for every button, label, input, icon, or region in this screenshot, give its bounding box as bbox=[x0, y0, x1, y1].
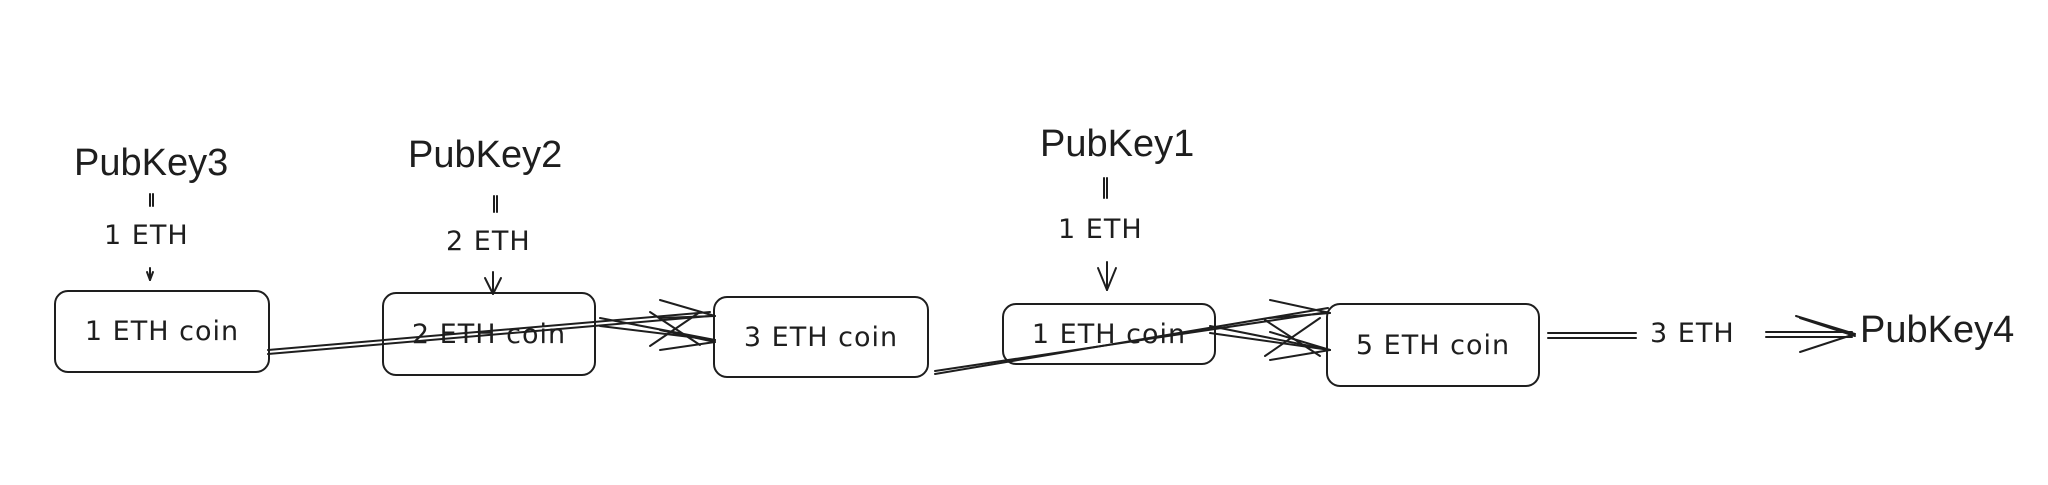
pubkey3-amount-label: 1 ETH bbox=[104, 220, 189, 251]
coin-box-d: 1 ETH coin bbox=[1002, 303, 1216, 365]
pubkey1-amount-label: 1 ETH bbox=[1058, 214, 1143, 245]
pubkey3-to-coin-a-arrow bbox=[146, 193, 154, 281]
coin-label: 1 ETH coin bbox=[84, 316, 240, 347]
pubkey4-label: PubKey4 bbox=[1860, 309, 2015, 351]
coin-box-b: 2 ETH coin bbox=[382, 292, 596, 376]
coins-a-b-to-coin-c-arrows bbox=[267, 299, 716, 355]
coin-label: 3 ETH coin bbox=[743, 321, 899, 353]
pubkey2-label: PubKey2 bbox=[408, 134, 563, 176]
coin-e-to-pubkey4-arrow bbox=[1547, 315, 1856, 353]
pubkey2-amount-label: 2 ETH bbox=[446, 226, 531, 257]
coin-label: 5 ETH coin bbox=[1355, 329, 1511, 361]
coin-box-e: 5 ETH coin bbox=[1326, 303, 1540, 387]
pubkey2-to-coin-b-arrow bbox=[484, 195, 502, 295]
coin-box-c: 3 ETH coin bbox=[713, 296, 929, 378]
coin-box-a: 1 ETH coin bbox=[54, 290, 270, 373]
coin-label: 2 ETH coin bbox=[411, 318, 567, 350]
output-amount-label: 3 ETH bbox=[1650, 318, 1735, 349]
pubkey3-label: PubKey3 bbox=[74, 142, 229, 184]
coin-label: 1 ETH coin bbox=[1031, 318, 1187, 350]
pubkey1-label: PubKey1 bbox=[1040, 123, 1195, 165]
coins-c-d-to-coin-e-arrows bbox=[934, 299, 1331, 375]
pubkey1-to-coin-d-arrow bbox=[1097, 177, 1117, 291]
